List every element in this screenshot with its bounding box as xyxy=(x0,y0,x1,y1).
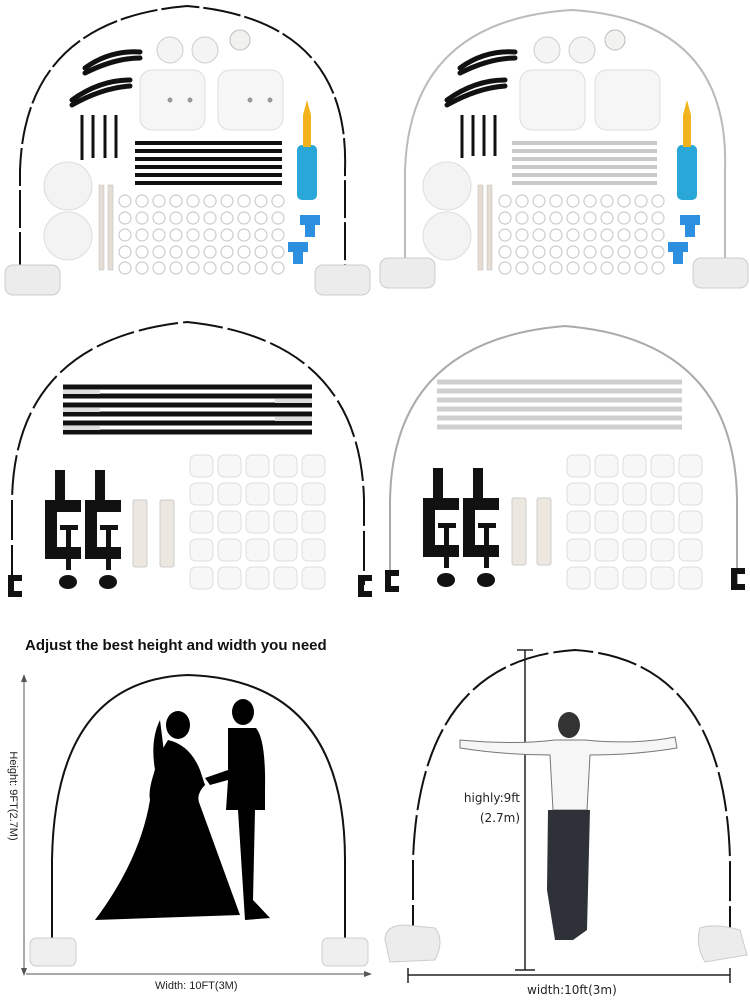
arch-frame-icon xyxy=(51,673,346,938)
water-base-right-icon xyxy=(314,264,371,296)
kit-panel-black-table xyxy=(0,320,375,620)
arch-frame-icon xyxy=(389,324,738,585)
height-label-right: highly:9ft (2.7m) xyxy=(450,788,520,828)
section-title: Adjust the best height and width you nee… xyxy=(25,637,327,654)
dimension-panel-man xyxy=(375,640,750,1005)
kit-panel-white-table xyxy=(375,320,750,620)
balloon-pump-icon xyxy=(297,145,317,200)
arch-frame-icon xyxy=(11,320,365,585)
poles-white-icon xyxy=(512,141,657,185)
kit-panel-white-full xyxy=(375,0,750,310)
water-base-left-icon xyxy=(4,264,61,296)
poles-black-icon xyxy=(135,141,282,185)
arch-frame-icon xyxy=(412,648,731,945)
man-arms-outstretched-icon xyxy=(459,712,678,940)
wedding-couple-silhouette-icon xyxy=(95,699,270,920)
kit-panel-black-full xyxy=(0,0,375,310)
arch-frame-icon xyxy=(404,8,727,265)
tie-tool-icon xyxy=(300,215,320,237)
height-label-right-line1: highly:9ft xyxy=(463,791,520,805)
width-label-right: width:10ft(3m) xyxy=(527,983,617,997)
height-label-right-line2: (2.7m) xyxy=(479,811,520,825)
table-clamp-icon xyxy=(45,470,121,589)
balloon-clips-icon xyxy=(189,454,326,590)
height-label-left: Height: 9FT(2.7M) xyxy=(7,751,19,841)
arch-frame-icon xyxy=(19,4,347,270)
elastic-cord-icon xyxy=(69,49,143,108)
balloon-clips-icon xyxy=(118,194,285,275)
dimension-panel-wedding xyxy=(0,660,375,1005)
width-label-left: Width: 10FT(3M) xyxy=(155,980,238,992)
